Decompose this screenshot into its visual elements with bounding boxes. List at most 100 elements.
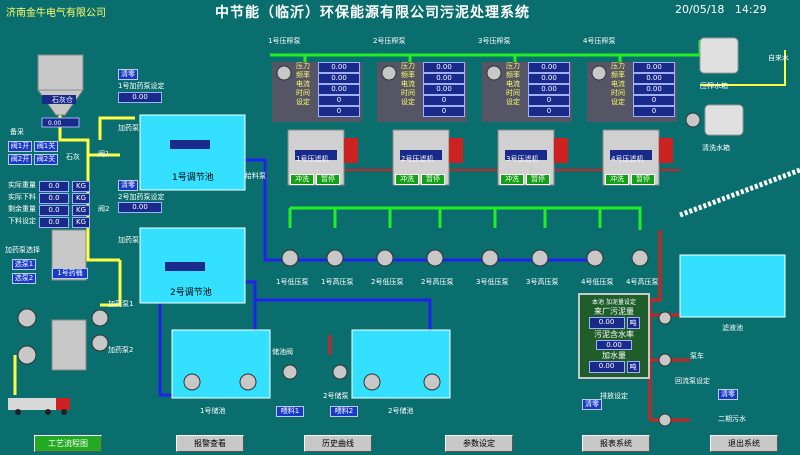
pump-high-4-label: 4号高压泵 [626,278,659,286]
nav-alarm[interactable]: 报警查看 [176,435,244,452]
store-tank-2-label: 2号储池 [388,406,413,415]
clear-button[interactable]: 清零 [118,69,138,80]
valve2-open-button[interactable]: 阀2开 [8,154,32,165]
water-add-label: 加水量 [602,351,626,360]
row-label: 压力 [611,62,625,70]
select-pump1-button[interactable]: 选泵1 [12,259,36,270]
second-sewage-label: 二期污水 [718,415,746,423]
pump-low-1-label: 1号低压泵 [276,278,309,286]
filtrate-tank: 滤液池 [679,254,786,332]
valve2-close-button[interactable]: 阀2关 [34,154,58,165]
pump2-label: 加药泵2 [108,346,134,354]
press-readout: 0 [633,95,675,106]
nav-exit[interactable]: 退出系统 [710,435,778,452]
press-readout: 0.00 [528,84,570,95]
company-name: 济南金牛电气有限公司 [6,8,106,19]
press-4-pause-button[interactable]: 暂停 [631,174,655,185]
press-1-rinse-button[interactable]: 冲洗 [290,174,314,185]
row-label: 设定 [401,98,415,106]
incoming-sludge-value[interactable]: 0.00 [588,317,625,329]
press-1-name: 1号压滤机 [296,155,329,163]
title-bar: 济南金牛电气有限公司 中节能（临沂）环保能源有限公司污泥处理系统 20/05/1… [0,0,800,22]
feed1-button[interactable]: 喂料1 [276,406,304,417]
clear-button-2[interactable]: 清零 [118,180,138,191]
press-1-pause-button[interactable]: 暂停 [316,174,340,185]
water-add-value[interactable]: 0.00 [588,361,625,373]
press-3-rinse-button[interactable]: 冲洗 [500,174,524,185]
weight-row: 剩余重量 0.0 KG [8,205,90,216]
press-readout[interactable]: 0 [633,106,675,117]
press-4-readouts: 0.00 0.00 0.00 0 0 [633,62,675,117]
incoming-sludge-unit: 吨 [626,317,640,329]
press-4-rinse-button[interactable]: 冲洗 [605,174,629,185]
press-readout: 0.00 [633,73,675,84]
dosing-pump-label: 加药泵 [118,124,139,132]
press-water-tank: 压榨水箱 [699,37,739,90]
press-readout[interactable]: 0 [528,106,570,117]
row-label: 时间 [611,89,625,97]
row-label: 压力 [506,62,520,70]
nav-history[interactable]: 历史曲线 [304,435,372,452]
clear-button-right-2[interactable]: 清零 [718,389,738,400]
feed-pump-label: 给料泵 [245,172,266,180]
press-2-row-labels: 压力 频率 电流 时间 设定 [401,62,415,107]
press-2-rinse-button[interactable]: 冲洗 [395,174,419,185]
tap-water-label: 自来水 [768,53,789,62]
store-pump-label: 2号储泵 [323,392,349,400]
datetime: 20/05/18 14:29 [675,3,767,16]
press-readout: 0.00 [633,84,675,95]
press-readout[interactable]: 0 [423,106,465,117]
press-1-top-label: 1号压榨泵 [268,37,301,45]
water-content-label: 污泥含水率 [594,330,634,339]
row-label: 电流 [296,80,310,88]
weight-row: 实际下料 0.0 KG [8,193,90,204]
adjust-tank-1: 1号调节池 [139,114,246,191]
valve1-open-button[interactable]: 阀1开 [8,141,32,152]
pump2-setting-value[interactable]: 0.00 [118,202,162,213]
page-title: 中节能（临沂）环保能源有限公司污泥处理系统 [215,5,530,21]
feed2-button[interactable]: 喂料2 [330,406,358,417]
wash-water-label: 清洗水箱 [702,143,730,152]
bottom-nav: 工艺流程图 报警查看 历史曲线 参数设定 报表系统 退出系统 [0,432,800,455]
press-2-pause-button[interactable]: 暂停 [421,174,445,185]
discharge-set-label: 排放设定 [600,392,628,400]
weight-row-value[interactable]: 0.0 [39,217,69,228]
pump-low-3-label: 3号低压泵 [476,278,509,286]
press-readout[interactable]: 0 [318,106,360,117]
press-1-readouts: 0.00 0.00 0.00 0 0 [318,62,360,117]
press-3-row-labels: 压力 频率 电流 时间 设定 [506,62,520,107]
weight-row-unit: KG [72,205,90,216]
select-pump2-button[interactable]: 选泵2 [12,273,36,284]
pump-truck-label: 泵车 [690,352,704,360]
lime-silo-label: 石灰仓 [52,95,73,104]
weight-row-label: 实际下料 [8,193,36,201]
pump-high-1-label: 1号高压泵 [321,278,354,286]
clear-button-right[interactable]: 清零 [582,399,602,410]
press-readout: 0.00 [423,73,465,84]
pump1-setting-value[interactable]: 0.00 [118,92,162,103]
nav-process-flow[interactable]: 工艺流程图 [34,435,102,452]
standby-label: 备采 [10,128,24,136]
press-3-name: 3号压滤机 [506,155,539,163]
press-2-name: 2号压滤机 [401,155,434,163]
water-add-row: 0.00 吨 [580,361,648,373]
store-tank-1: 1号储池 [171,329,271,415]
pump-low-4-label: 4号低压泵 [581,278,614,286]
valve1-close-button[interactable]: 阀1关 [34,141,58,152]
press-2-readouts: 0.00 0.00 0.00 0 0 [423,62,465,117]
row-label: 时间 [506,89,520,97]
row-label: 频率 [506,71,520,79]
filtrate-tank-label: 滤液池 [722,323,743,332]
pump-low-2-label: 2号低压泵 [371,278,404,286]
nav-parameters[interactable]: 参数设定 [445,435,513,452]
press-readout: 0.00 [423,84,465,95]
press-3-pause-button[interactable]: 暂停 [526,174,550,185]
weight-row: 实际重量 0.0 KG [8,181,90,192]
wash-water-tank: 清洗水箱 [702,104,744,152]
water-content-value[interactable]: 0.00 [596,340,632,350]
adjust-tank-1-label: 1号调节池 [172,171,214,183]
row-label: 电流 [506,80,520,88]
pump2-setting-label: 2号加药泵设定 [118,193,165,201]
nav-reports[interactable]: 报表系统 [582,435,650,452]
water-content-row: 0.00 [580,340,648,350]
